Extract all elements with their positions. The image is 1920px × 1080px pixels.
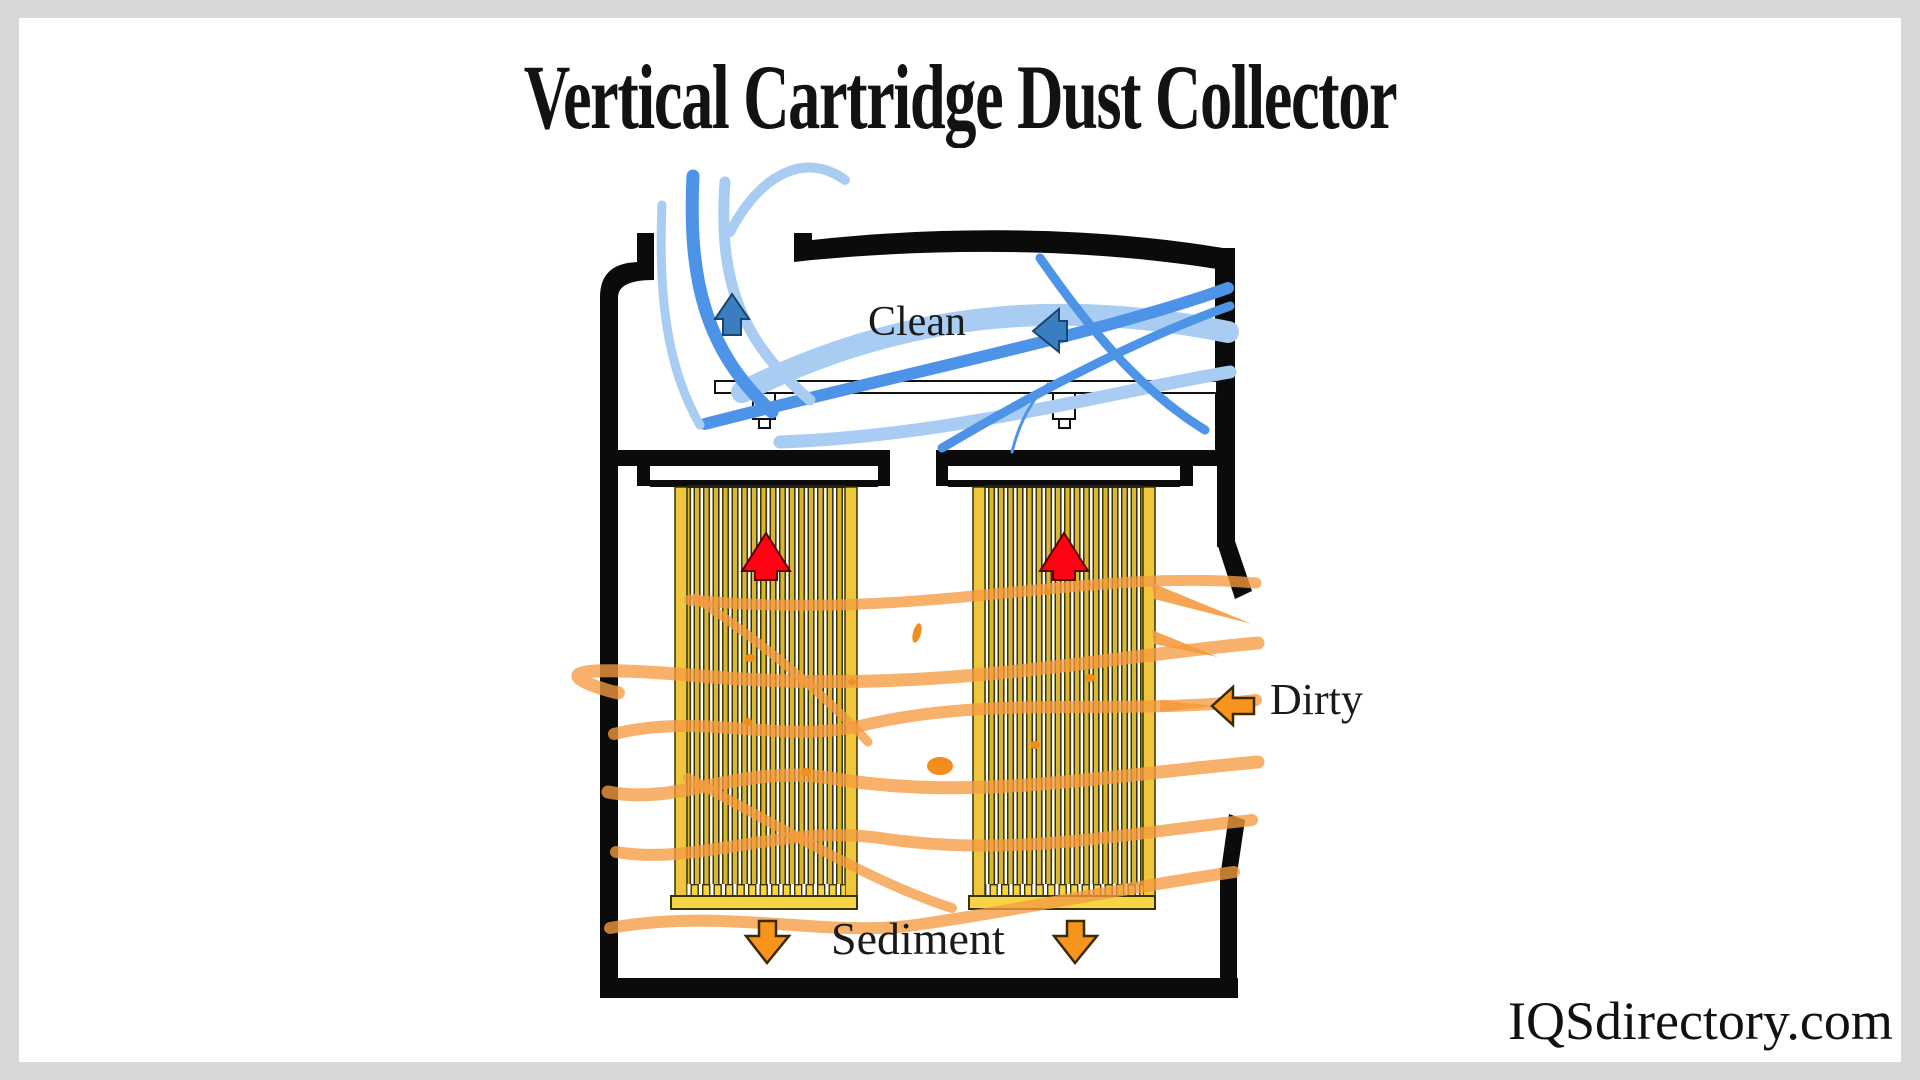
dirty-stream	[604, 866, 1240, 935]
clean-label: Clean	[868, 299, 966, 345]
dirty-dart	[1152, 630, 1218, 657]
dust-speck	[745, 654, 755, 662]
sediment-down-arrow-icon	[1051, 919, 1100, 966]
clean-stream-rising	[685, 169, 779, 419]
tube-sheet-tab	[637, 466, 650, 486]
housing-bottom-wall	[600, 978, 1238, 998]
dirty-air-streams	[571, 574, 1265, 935]
clean-stream-exiting	[725, 162, 850, 237]
cartridge-lid-right	[948, 480, 1180, 487]
pulse-jet-arrows	[740, 531, 1090, 581]
cartridge-bottom-cap	[670, 895, 858, 910]
dirty-air-darts	[1152, 583, 1252, 712]
dirty-dart	[1160, 700, 1214, 712]
dirty-stream-diagonal	[691, 593, 873, 747]
pulse-up-arrow-icon	[740, 531, 792, 581]
housing-right-wall-upper	[1215, 248, 1235, 465]
cartridge-edge-band	[972, 486, 986, 898]
pleat-top-line	[687, 485, 845, 488]
housing-left-wall	[600, 295, 618, 998]
pleat-top-line	[985, 485, 1143, 488]
dust-speck	[744, 718, 752, 726]
dirty-dart	[1152, 583, 1252, 624]
sediment-label: Sediment	[831, 913, 1005, 964]
dirty-stream	[684, 574, 1262, 611]
dirty-left-arrow-icon	[1210, 684, 1256, 728]
inlet-lower-lip	[1221, 814, 1245, 874]
dust-specks	[744, 589, 1095, 776]
clean-stream	[731, 303, 1239, 403]
dirty-stream	[608, 694, 1262, 740]
tube-sheet-tab	[1180, 466, 1193, 486]
clean-stream	[773, 365, 1237, 449]
cartridge-teeth	[687, 884, 845, 897]
pulse-up-arrow-icon	[1038, 531, 1090, 581]
cartridge-edge-band	[674, 486, 688, 898]
spray-nozzle-tip	[758, 418, 771, 429]
tube-sheet-tab	[936, 466, 948, 486]
clean-up-arrow-icon	[713, 292, 751, 336]
housing-right-wall-mid	[1217, 462, 1235, 547]
clean-stream	[937, 301, 1235, 453]
tube-sheet-tab	[878, 466, 890, 486]
dust-speck	[1085, 674, 1095, 682]
housing-left-stub	[637, 233, 654, 267]
diagram-canvas	[19, 18, 1901, 1062]
dirty-stream-diagonal	[683, 773, 957, 913]
inlet-upper-lip	[1217, 538, 1252, 599]
clean-stream-rising	[656, 200, 705, 430]
dust-speck	[927, 757, 953, 775]
label-arrows	[713, 292, 1256, 966]
clean-stream	[1035, 253, 1210, 435]
diagram-title: Vertical Cartridge Dust Collector	[523, 46, 1398, 148]
clean-stream	[699, 282, 1234, 430]
sediment-down-arrow-icon	[743, 919, 792, 966]
spray-nozzle-tip	[1058, 418, 1071, 429]
dirty-stream	[571, 636, 1265, 700]
clean-left-arrow-icon	[1031, 306, 1068, 355]
dirty-stream	[601, 755, 1265, 802]
dust-speck	[1044, 589, 1050, 595]
dust-speck	[1030, 741, 1040, 749]
dirty-stream	[610, 814, 1258, 861]
dust-speck	[848, 679, 856, 685]
watermark-text: IQSdirectory.com	[1508, 991, 1893, 1051]
clean-stream	[1010, 382, 1050, 454]
dirty-label: Dirty	[1270, 675, 1363, 724]
cartridge-lid-left	[650, 480, 878, 487]
dust-speck	[912, 623, 922, 643]
housing-right-wall-lower	[1220, 868, 1237, 980]
housing-left-shoulder	[600, 262, 654, 297]
housing-roof	[794, 230, 1235, 272]
tube-sheet-right	[936, 450, 1217, 466]
clean-air-streams	[656, 162, 1239, 454]
dust-speck	[801, 768, 811, 776]
tube-sheet-left	[618, 450, 890, 466]
